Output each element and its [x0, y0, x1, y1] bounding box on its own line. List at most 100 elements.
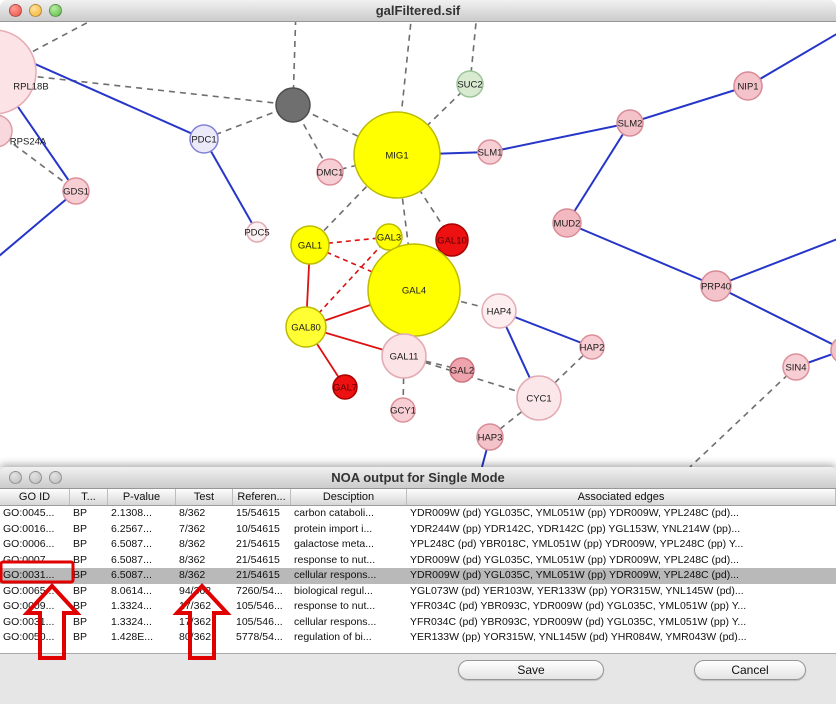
close-button[interactable] — [9, 4, 22, 17]
cell-type: BP — [70, 537, 108, 553]
table-row[interactable]: GO:0031...BP1.3324...17/362105/546...cel… — [0, 615, 836, 631]
cell-test: 80/362 — [176, 630, 233, 646]
graph-edge — [567, 223, 716, 286]
graph-node-label: GAL80 — [291, 323, 321, 334]
cell-description: galactose meta... — [291, 537, 407, 553]
graph-edge — [748, 32, 836, 86]
graph-edge — [490, 123, 630, 152]
graph-edge — [630, 86, 748, 123]
graph-node-label: PDC1 — [191, 135, 216, 146]
graph-node-label: GAL7 — [333, 383, 357, 394]
graph-node-label: RPL18B — [13, 82, 48, 93]
minimize-button[interactable] — [29, 4, 42, 17]
graph-node-label: MIG1 — [385, 151, 408, 162]
table-row[interactable]: GO:0016...BP6.2567...7/36210/54615protei… — [0, 522, 836, 538]
graph-node-label: GAL3 — [377, 233, 401, 244]
cell-type: BP — [70, 568, 108, 584]
cell-description: regulation of bi... — [291, 630, 407, 646]
cell-associated_edges: YDR009W (pd) YGL035C, YML051W (pp) YDR00… — [407, 568, 836, 584]
table-row[interactable]: GO:0031...BP6.5087...8/36221/54615cellul… — [0, 568, 836, 584]
graph-node-label: GAL11 — [390, 352, 419, 363]
graph-edge — [716, 286, 836, 350]
column-header[interactable]: GO ID — [0, 489, 70, 505]
cell-associated_edges: YDR244W (pp) YDR142C, YDR142C (pp) YGL15… — [407, 522, 836, 538]
cell-go_id: GO:0065... — [0, 584, 70, 600]
cell-test: 17/362 — [176, 615, 233, 631]
cell-test: 8/362 — [176, 537, 233, 553]
cell-description: response to nut... — [291, 553, 407, 569]
table-row[interactable]: GO:0050...BP1.428E...80/3625778/54...reg… — [0, 630, 836, 646]
graph-node-label: MUD2 — [554, 219, 581, 230]
cell-associated_edges: YPL248C (pd) YBR018C, YML051W (pp) YDR00… — [407, 537, 836, 553]
cell-type: BP — [70, 584, 108, 600]
cell-go_id: GO:0031... — [0, 615, 70, 631]
minimize-button[interactable] — [29, 471, 42, 484]
zoom-button[interactable] — [49, 4, 62, 17]
cell-test: 8/362 — [176, 553, 233, 569]
cell-type: BP — [70, 599, 108, 615]
column-header[interactable]: T... — [70, 489, 108, 505]
cell-associated_edges: YDR009W (pd) YGL035C, YML051W (pp) YDR00… — [407, 553, 836, 569]
cell-description: carbon cataboli... — [291, 506, 407, 522]
graph-node-label: SLM2 — [618, 119, 643, 130]
cancel-button[interactable]: Cancel — [694, 660, 806, 680]
cell-type: BP — [70, 553, 108, 569]
noa-output-window: NOA output for Single Mode GO IDT...P-va… — [0, 467, 836, 704]
table-body: GO:0045...BP2.1308...8/36215/54615carbon… — [0, 506, 836, 646]
cell-associated_edges: YGL073W (pd) YER103W, YER133W (pp) YOR31… — [407, 584, 836, 600]
table-row[interactable]: GO:0065...BP8.0614...94/3627260/54...bio… — [0, 584, 836, 600]
zoom-button[interactable] — [49, 471, 62, 484]
cell-associated_edges: YER133W (pp) YOR315W, YNL145W (pd) YHR08… — [407, 630, 836, 646]
graph-node-label: PDC5 — [244, 228, 269, 239]
graph-node-label: HAP4 — [487, 307, 512, 318]
graph-node-label: SLM1 — [478, 148, 503, 159]
cell-go_id: GO:0050... — [0, 630, 70, 646]
table-row[interactable]: GO:0045...BP2.1308...8/36215/54615carbon… — [0, 506, 836, 522]
cell-reference: 21/54615 — [233, 568, 291, 584]
graph-node-RPL18B[interactable] — [0, 30, 36, 114]
cell-type: BP — [70, 630, 108, 646]
cell-test: 17/362 — [176, 599, 233, 615]
graph-node-label: GAL10 — [437, 236, 467, 247]
graph-node-label: GAL4 — [402, 286, 426, 297]
cell-go_id: GO:0045... — [0, 506, 70, 522]
cell-p_value: 6.2567... — [108, 522, 176, 538]
graph-node-label: HAP3 — [478, 433, 503, 444]
cell-go_id: GO:0016... — [0, 522, 70, 538]
cell-p_value: 6.5087... — [108, 537, 176, 553]
cell-test: 8/362 — [176, 568, 233, 584]
table-row[interactable]: GO:0009...BP1.3324...17/362105/546...res… — [0, 599, 836, 615]
graph-node-label: GAL2 — [450, 366, 474, 377]
cell-type: BP — [70, 522, 108, 538]
window-title: NOA output for Single Mode — [0, 467, 836, 489]
column-header[interactable]: Associated edges — [407, 489, 836, 505]
cell-type: BP — [70, 506, 108, 522]
table-row[interactable]: GO:0007...BP6.5087...8/36221/54615respon… — [0, 553, 836, 569]
graph-node-unlabeled[interactable] — [831, 337, 836, 363]
network-window: galFiltered.sif RPL18BRPS24AGDS1PDC1DMC1… — [0, 0, 836, 467]
cell-test: 94/362 — [176, 584, 233, 600]
cell-reference: 7260/54... — [233, 584, 291, 600]
cell-reference: 15/54615 — [233, 506, 291, 522]
column-header[interactable]: P-value — [108, 489, 176, 505]
network-canvas[interactable]: RPL18BRPS24AGDS1PDC1DMC1MIG1SUC2SLM1SLM2… — [0, 22, 836, 467]
graph-node-label: GDS1 — [63, 187, 89, 198]
graph-edge — [716, 238, 836, 286]
window-title: galFiltered.sif — [0, 0, 836, 22]
table-row[interactable]: GO:0006...BP6.5087...8/36221/54615galact… — [0, 537, 836, 553]
column-header[interactable]: Referen... — [233, 489, 291, 505]
cell-go_id: GO:0006... — [0, 537, 70, 553]
cell-associated_edges: YDR009W (pd) YGL035C, YML051W (pp) YDR00… — [407, 506, 836, 522]
network-titlebar: galFiltered.sif — [0, 0, 836, 22]
cell-test: 7/362 — [176, 522, 233, 538]
graph-node-unlabeled[interactable] — [276, 88, 310, 122]
cell-reference: 21/54615 — [233, 553, 291, 569]
column-header[interactable]: Test — [176, 489, 233, 505]
cell-go_id: GO:0007... — [0, 553, 70, 569]
table-header-row: GO IDT...P-valueTestReferen...Desciption… — [0, 489, 836, 506]
cell-p_value: 1.3324... — [108, 615, 176, 631]
save-button[interactable]: Save — [458, 660, 604, 680]
close-button[interactable] — [9, 471, 22, 484]
column-header[interactable]: Desciption — [291, 489, 407, 505]
cell-reference: 21/54615 — [233, 537, 291, 553]
